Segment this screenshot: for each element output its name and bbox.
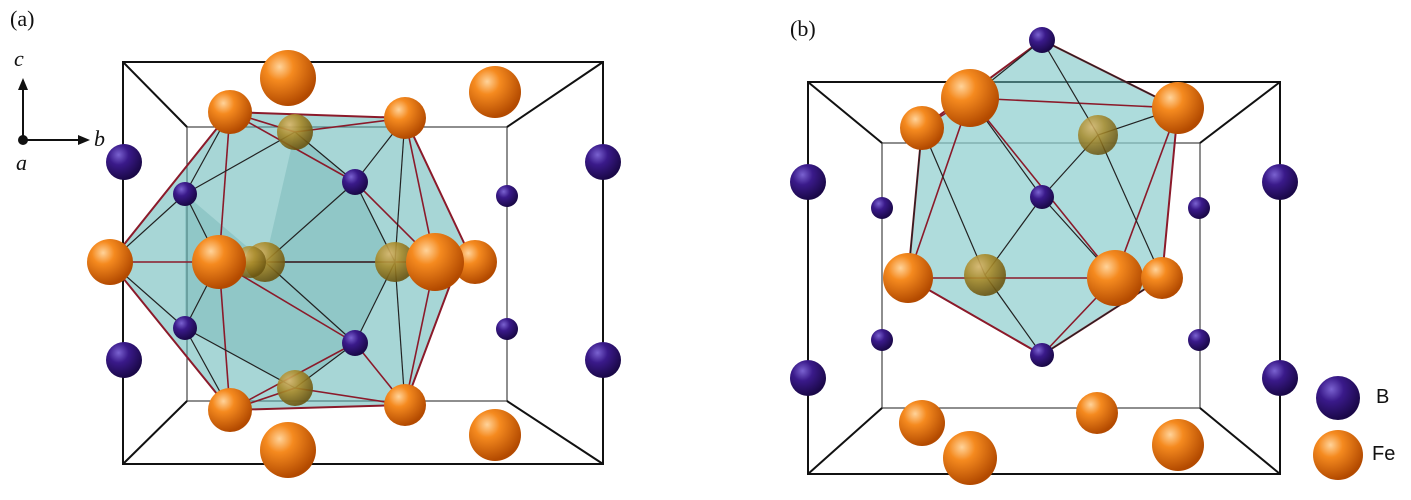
fe-atom — [384, 384, 426, 426]
fe-atom — [208, 388, 252, 432]
b-atom — [342, 169, 368, 195]
b-atom — [173, 316, 197, 340]
b-atom — [585, 342, 621, 378]
b-atom — [1030, 185, 1054, 209]
fe-atom — [964, 254, 1006, 296]
b-atom — [1188, 197, 1210, 219]
b-atom — [790, 164, 826, 200]
fe-atom — [469, 409, 521, 461]
legend-label-b: B — [1376, 386, 1390, 408]
legend-label-fe: Fe — [1372, 443, 1396, 465]
fe-atom — [384, 97, 426, 139]
b-atom — [790, 360, 826, 396]
axis-label-b: b — [94, 126, 105, 151]
panel-label-a: (a) — [10, 6, 35, 31]
legend-fe-marker — [1313, 430, 1363, 480]
b-atom — [496, 318, 518, 340]
fe-atom — [1076, 392, 1118, 434]
fe-atom — [277, 370, 313, 406]
fe-atom — [1141, 257, 1183, 299]
fe-atom — [1087, 250, 1143, 306]
fe-atom — [1152, 419, 1204, 471]
fe-atom — [208, 90, 252, 134]
fe-atom — [1078, 115, 1118, 155]
fe-atom — [941, 69, 999, 127]
fe-atom — [260, 50, 316, 106]
b-atom — [342, 330, 368, 356]
legend-markers — [1313, 376, 1363, 480]
b-atom — [106, 342, 142, 378]
atoms-a — [87, 50, 621, 478]
panel-b — [790, 27, 1363, 485]
atoms-b — [790, 27, 1298, 485]
fe-atom — [900, 106, 944, 150]
b-atom — [173, 182, 197, 206]
b-atom — [1262, 360, 1298, 396]
b-atom — [871, 329, 893, 351]
b-atom — [106, 144, 142, 180]
fe-atom — [899, 400, 945, 446]
b-atom — [1188, 329, 1210, 351]
fe-atom — [192, 235, 246, 289]
fe-atom — [453, 240, 497, 284]
fe-atom — [406, 233, 464, 291]
axis-label-a: a — [16, 150, 27, 175]
b-atom — [1029, 27, 1055, 53]
b-atom — [871, 197, 893, 219]
axis-indicator — [18, 78, 90, 145]
fe-atom — [375, 242, 415, 282]
b-atom — [1262, 164, 1298, 200]
legend-b-marker — [1316, 376, 1360, 420]
panel-label-b: (b) — [790, 16, 816, 41]
b-atom — [496, 185, 518, 207]
fe-atom — [277, 114, 313, 150]
fe-atom — [469, 66, 521, 118]
fe-atom — [883, 253, 933, 303]
axis-label-c: c — [14, 46, 24, 71]
panel-a — [18, 50, 621, 478]
fe-atom — [943, 431, 997, 485]
fe-atom — [1152, 82, 1204, 134]
b-atom — [1030, 343, 1054, 367]
fe-atom — [87, 239, 133, 285]
b-atom — [585, 144, 621, 180]
fe-atom — [260, 422, 316, 478]
